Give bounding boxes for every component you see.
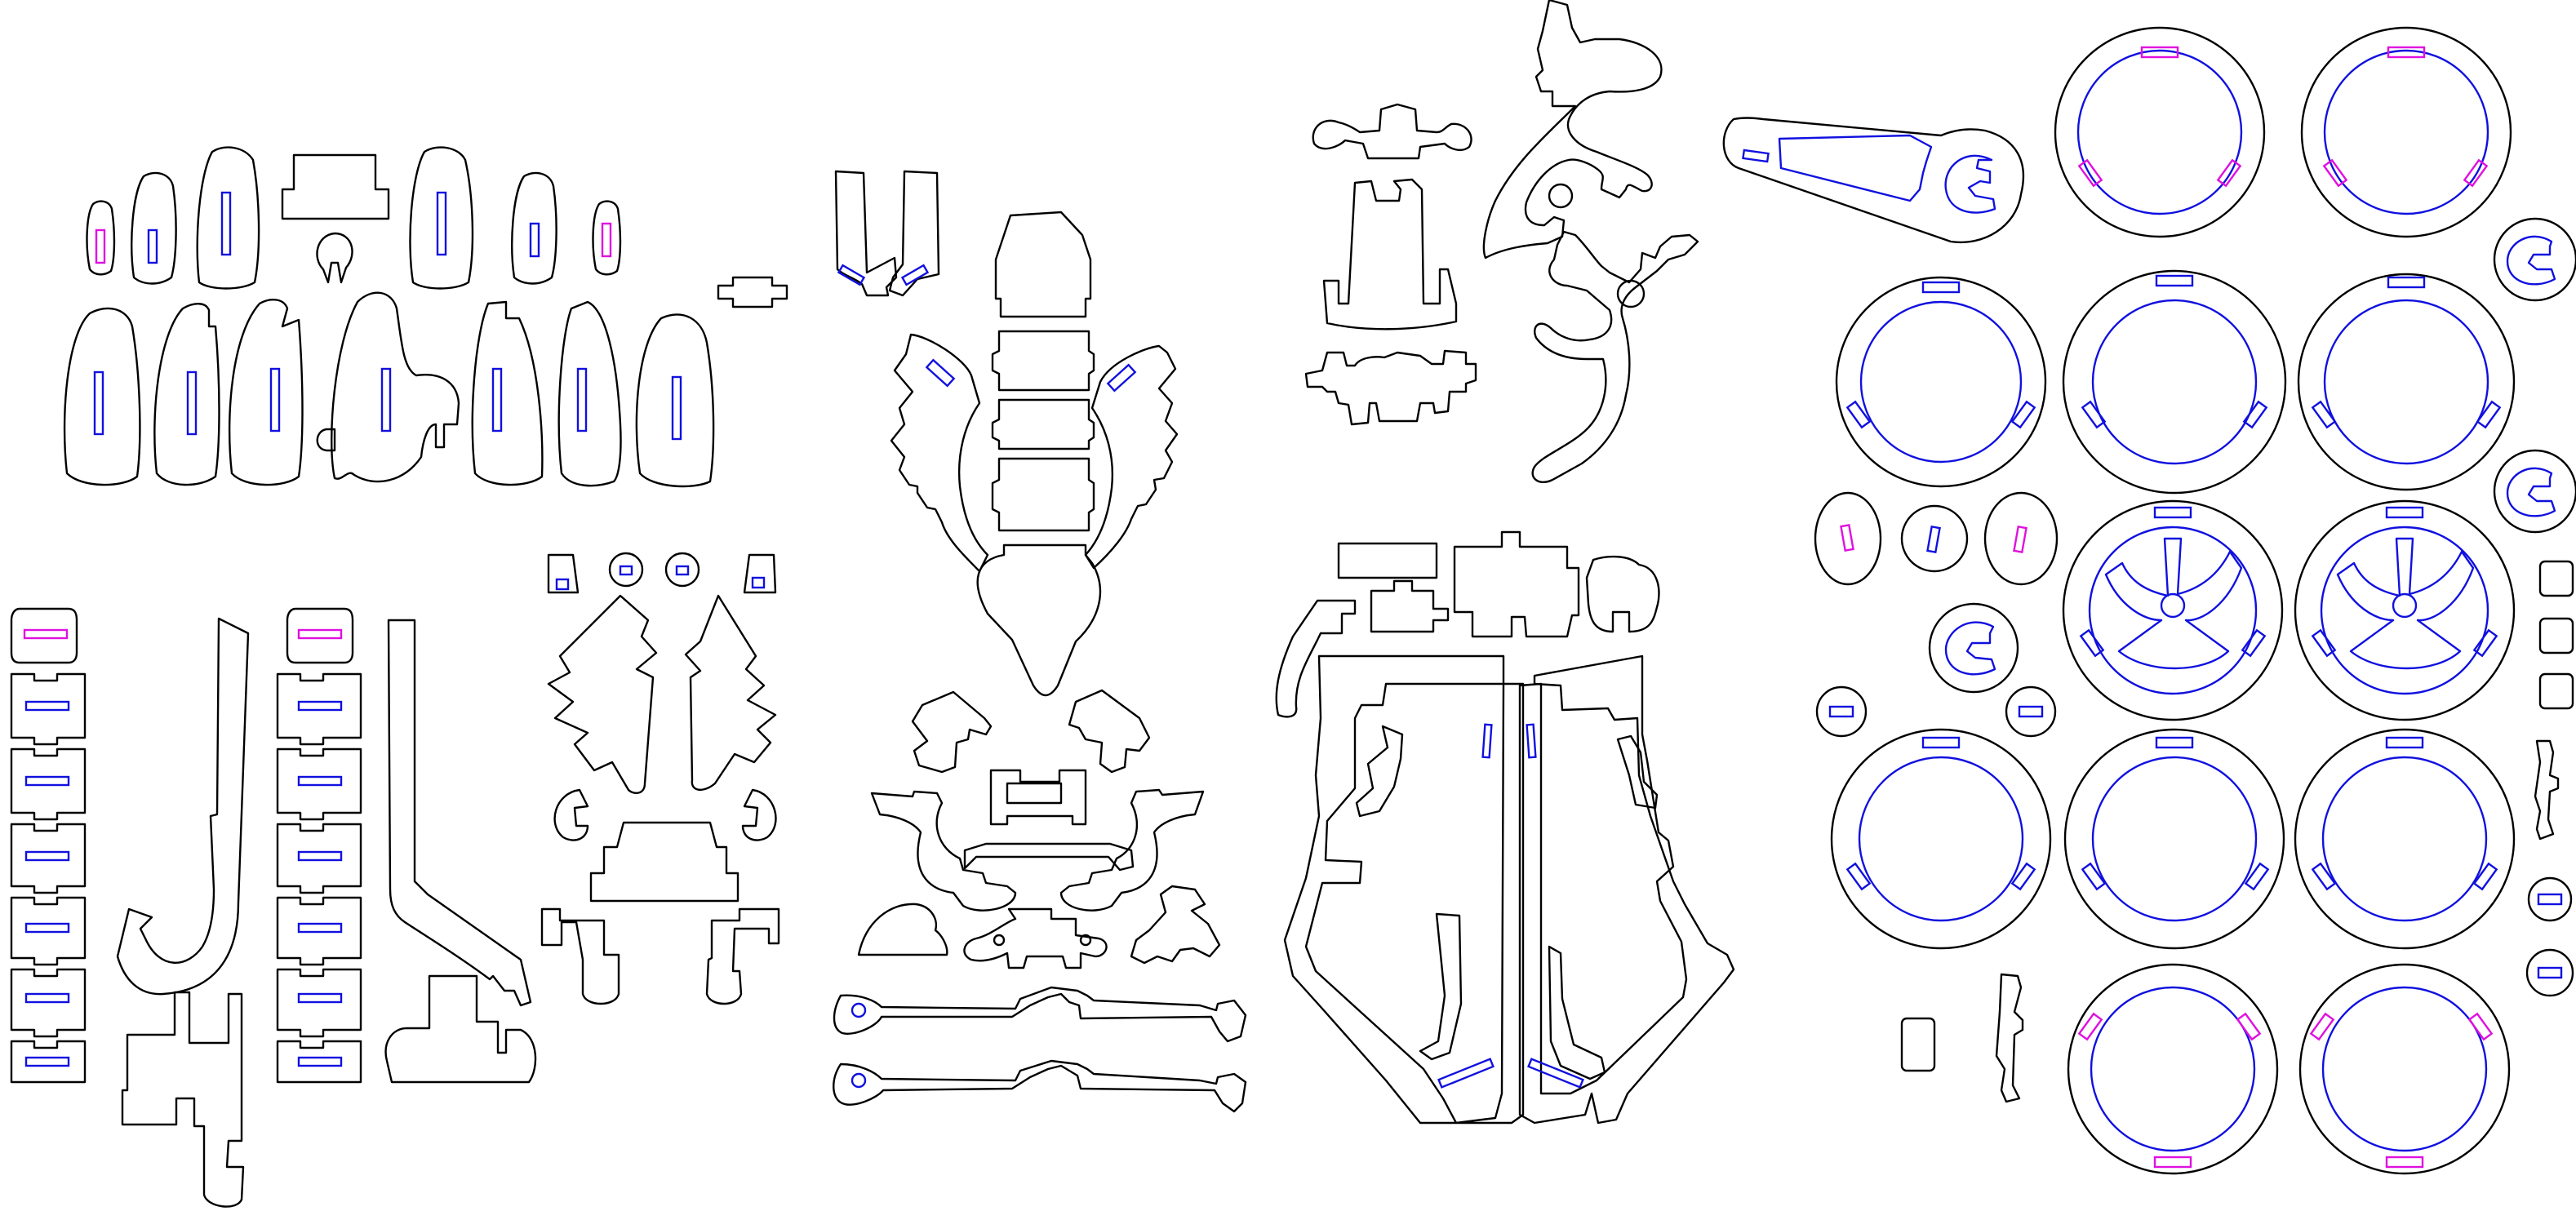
square-tab xyxy=(2538,560,2574,597)
pelvis-arm-right xyxy=(1068,689,1151,774)
small-round-pieces xyxy=(1814,491,2574,1103)
claw-bar-lower xyxy=(833,1059,1247,1113)
hip-joint xyxy=(963,907,1108,969)
finger-piece xyxy=(63,307,141,486)
arm-rods xyxy=(116,617,537,1208)
finger-piece xyxy=(86,200,116,276)
e-knob xyxy=(1928,602,2019,694)
leaf-and-bracket-pieces xyxy=(540,552,780,1005)
torso-column-pieces xyxy=(717,170,1247,1113)
finger-and-palm-pieces xyxy=(63,146,715,488)
leg-bracket-right xyxy=(384,974,537,1084)
dragon-branch-lower xyxy=(1531,230,1699,484)
small-disc xyxy=(2005,685,2057,738)
square-tab xyxy=(2538,672,2574,710)
leg-plate-large xyxy=(1453,530,1580,638)
disc xyxy=(2062,269,2287,495)
finger-piece xyxy=(409,146,474,290)
finger-piece xyxy=(592,200,622,276)
leg-plate-small xyxy=(1337,542,1438,579)
palm-connector-piece xyxy=(281,153,390,284)
leg-frame-right xyxy=(1518,654,1735,1125)
finger-piece xyxy=(153,303,220,486)
clip-piece xyxy=(2534,739,2560,841)
e-knob xyxy=(2493,449,2576,534)
pelvis-core xyxy=(989,769,1087,826)
spine-chain-left xyxy=(10,607,87,1084)
disc xyxy=(2063,728,2285,950)
leg-frame-pieces xyxy=(1275,530,1735,1125)
disc xyxy=(1830,728,2052,950)
oval-piece xyxy=(1814,491,1882,586)
arm-rod-hook xyxy=(116,617,250,996)
spine-segment-chains xyxy=(10,607,362,1084)
leg-hook xyxy=(1275,599,1357,718)
rounded-block xyxy=(1900,1017,1936,1072)
round-piece xyxy=(1900,504,1969,573)
finger-piece xyxy=(557,300,622,487)
gear-base xyxy=(1304,349,1477,426)
spine-chain-right xyxy=(276,607,362,1084)
finger-piece xyxy=(196,146,260,290)
leaf-left xyxy=(547,594,658,794)
pelvis-crossbar-right xyxy=(1059,788,1205,912)
disc xyxy=(2300,26,2512,238)
finger-piece xyxy=(131,171,177,285)
head-block xyxy=(994,211,1092,318)
collar-piece xyxy=(589,821,739,903)
disc xyxy=(1835,276,2047,488)
pelvis-crossbar xyxy=(870,790,1017,912)
finger-piece xyxy=(229,299,304,486)
finger-piece xyxy=(471,300,544,486)
claw-bar-upper xyxy=(833,986,1247,1043)
leaf-right xyxy=(684,594,777,791)
leg-bracket-left xyxy=(121,991,245,1208)
disc-spoked xyxy=(2062,499,2284,721)
rib-right xyxy=(1084,344,1179,570)
small-disc xyxy=(2525,948,2574,997)
finger-piece xyxy=(511,171,557,285)
dragon-branch-upper xyxy=(1482,0,1663,260)
wheel-discs xyxy=(1722,26,2576,1175)
hip-shield-left xyxy=(857,903,948,956)
side-blade-right xyxy=(888,170,940,297)
arm-paddle-piece xyxy=(1722,117,2025,244)
disc xyxy=(2297,273,2516,491)
disc xyxy=(2294,728,2516,950)
small-disc xyxy=(1815,685,1868,738)
square-tab xyxy=(2538,617,2574,654)
pelvis-arm-left xyxy=(911,690,993,774)
stand-block xyxy=(1322,178,1458,331)
arm-rod-straight xyxy=(387,619,532,1007)
rib-left xyxy=(890,333,989,573)
palm-piece xyxy=(316,291,460,483)
disc xyxy=(2067,963,2279,1175)
leg-knee-block xyxy=(1585,555,1660,633)
e-knob xyxy=(2493,217,2576,302)
disc xyxy=(2054,26,2266,238)
small-disc xyxy=(2527,876,2573,922)
disc-spoked xyxy=(2294,499,2516,721)
clip-piece xyxy=(1995,973,2024,1103)
finger-piece xyxy=(635,313,715,488)
hip-shield-right xyxy=(1130,885,1221,965)
oval-piece xyxy=(1983,491,2059,586)
hammer-piece xyxy=(1312,103,1472,160)
disc xyxy=(2298,963,2511,1175)
spine-tip xyxy=(976,543,1102,697)
head-and-branch-pieces xyxy=(1304,0,1699,484)
leg-frame-left xyxy=(1283,654,1525,1125)
